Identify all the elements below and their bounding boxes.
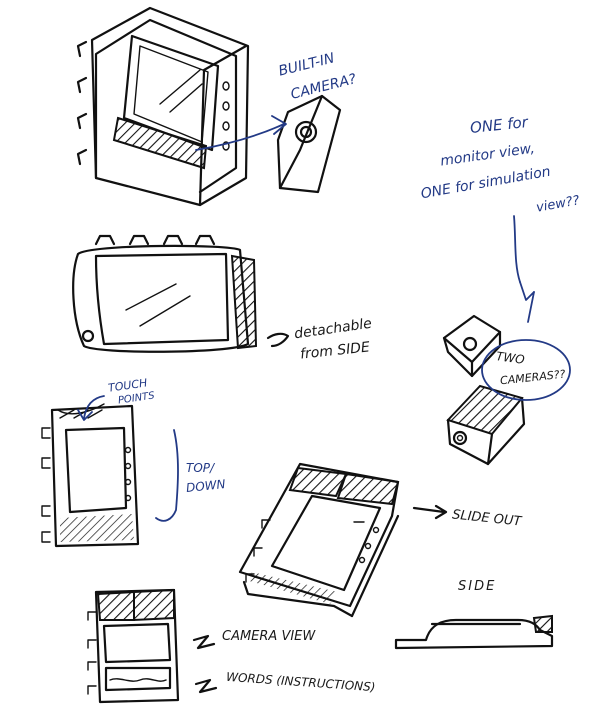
sketch-two-cameras <box>442 215 571 466</box>
note-top-down-line1: TOP/ <box>186 461 215 475</box>
sketch-tablet-slide-out <box>238 462 448 618</box>
sketch-tablet-camera-view <box>87 588 218 704</box>
note-side: SIDE <box>458 579 497 594</box>
sketch-tablet-detachable <box>72 234 290 353</box>
sketch-tablet-touch-points <box>41 395 179 548</box>
sketch-side-profile <box>394 614 554 650</box>
note-camera-view: CAMERA VIEW <box>222 629 316 644</box>
sketch-tablet-builtin-camera <box>76 6 250 207</box>
sketch-camera-module <box>195 94 342 194</box>
note-two-cameras-line1: TWO <box>495 349 526 367</box>
